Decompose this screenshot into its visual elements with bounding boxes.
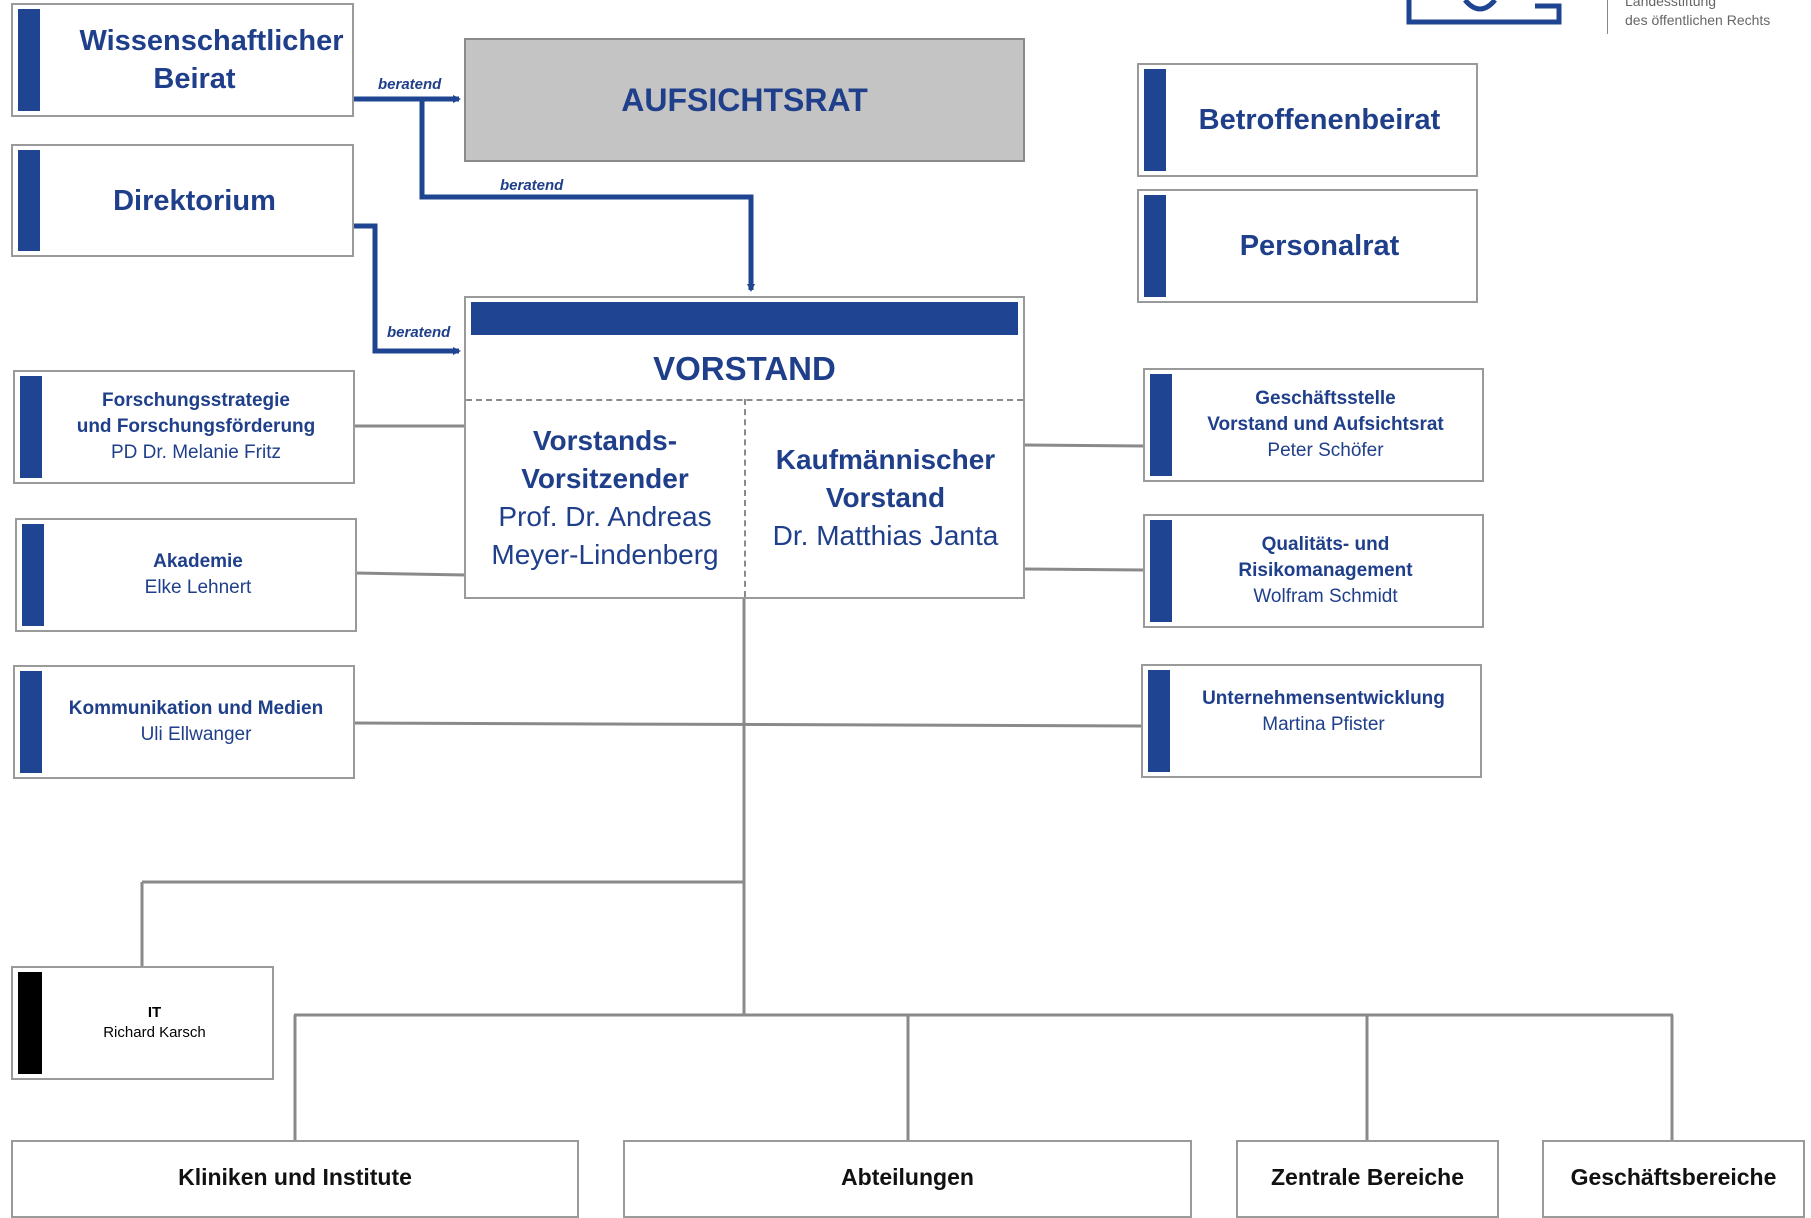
unternehmensentwicklung-box[interactable]: Unternehmensentwicklung Martina Pfister <box>1141 664 1482 778</box>
box-accent-bar <box>18 9 40 111</box>
logo-text-line1: Landesstiftung <box>1625 0 1717 9</box>
qualitaetsmanagement-title-line2: Risikomanagement <box>1238 560 1413 581</box>
forschungsstrategie-person: PD Dr. Melanie Fritz <box>111 442 281 463</box>
vorstand-divider-vertical <box>744 399 746 597</box>
geschaeftsstelle-person: Peter Schöfer <box>1267 440 1384 461</box>
zentrale-bereiche-label: Zentrale Bereiche <box>1270 1164 1465 1190</box>
box-accent-bar <box>20 671 42 773</box>
geschaeftsstelle-box[interactable]: Geschäftsstelle Vorstand und Aufsichtsra… <box>1143 368 1484 482</box>
direktorium-box[interactable]: Direktorium <box>11 144 354 257</box>
direktorium-label: Direktorium <box>113 184 276 217</box>
hierarchy-lines <box>140 424 1674 1140</box>
box-accent-bar <box>1144 69 1166 171</box>
chair-role-line2: Vorsitzender <box>521 463 689 494</box>
kliniken-und-institute-label: Kliniken und Institute <box>178 1164 412 1190</box>
betroffenenbeirat-box[interactable]: Betroffenenbeirat <box>1137 63 1478 177</box>
kommunikation-title: Kommunikation und Medien <box>68 698 324 719</box>
geschaeftsstelle-title-line2: Vorstand und Aufsichtsrat <box>1207 414 1444 435</box>
vorstand-chair: Vorstands- Vorsitzender Prof. Dr. Andrea… <box>466 422 744 574</box>
personalrat-label: Personalrat <box>1239 230 1400 262</box>
logo-mark <box>1406 0 1562 25</box>
akademie-box[interactable]: Akademie Elke Lehnert <box>15 518 357 632</box>
box-accent-bar <box>22 524 44 626</box>
abteilungen-label: Abteilungen <box>841 1164 974 1190</box>
kommunikation-box[interactable]: Kommunikation und Medien Uli Ellwanger <box>13 665 355 779</box>
advisory-arrows <box>354 95 755 355</box>
akademie-person: Elke Lehnert <box>144 577 252 598</box>
wissenschaftlicher-beirat-label: Wissenschaftlicher Beirat <box>79 25 344 95</box>
vorstand-header-bar <box>471 302 1018 335</box>
vorstand-commercial: Kaufmännischer Vorstand Dr. Matthias Jan… <box>746 441 1025 555</box>
abteilungen-box[interactable]: Abteilungen <box>623 1140 1192 1218</box>
kommunikation-person: Uli Ellwanger <box>140 724 252 745</box>
commercial-role-line1: Kaufmännischer <box>775 444 996 475</box>
geschaeftsstelle-title-line1: Geschäftsstelle <box>1255 388 1396 409</box>
forschungsstrategie-title-line2: und Forschungsförderung <box>76 416 316 437</box>
forschungsstrategie-title-line1: Forschungsstrategie <box>102 390 290 411</box>
unternehmensentwicklung-person: Martina Pfister <box>1262 714 1385 735</box>
commercial-name: Dr. Matthias Janta <box>772 520 999 551</box>
box-accent-bar <box>18 150 40 251</box>
arrow-direktorium-to-vorstand <box>354 223 461 355</box>
edge-label-beratend: beratend <box>387 324 451 341</box>
it-box[interactable]: IT Richard Karsch <box>11 966 274 1080</box>
box-accent-bar <box>1148 670 1170 772</box>
box-accent-bar <box>1144 195 1166 297</box>
edge-label-beratend: beratend <box>378 76 442 93</box>
it-title: IT <box>147 1004 162 1021</box>
akademie-title: Akademie <box>153 551 243 572</box>
commercial-role-line2: Vorstand <box>825 482 946 513</box>
aufsichtsrat-box[interactable]: AUFSICHTSRAT <box>464 38 1025 162</box>
geschaeftsbereiche-label: Geschäftsbereiche <box>1570 1164 1777 1190</box>
chair-role-line1: Vorstands- <box>532 425 678 456</box>
arrow-beirat-to-vorstand <box>419 99 755 292</box>
logo-text-line2: des öffentlichen Rechts <box>1625 12 1771 28</box>
personalrat-box[interactable]: Personalrat <box>1137 189 1478 303</box>
qualitaetsmanagement-title-line1: Qualitäts- und <box>1261 534 1390 555</box>
vorstand-title: VORSTAND <box>653 350 836 387</box>
qualitaetsmanagement-person: Wolfram Schmidt <box>1253 586 1398 607</box>
aufsichtsrat-label: AUFSICHTSRAT <box>621 82 868 118</box>
edge-label-beratend: beratend <box>500 177 564 194</box>
unternehmensentwicklung-title: Unternehmensentwicklung <box>1202 688 1445 709</box>
box-accent-bar <box>1150 520 1172 622</box>
qualitaetsmanagement-box[interactable]: Qualitäts- und Risikomanagement Wolfram … <box>1143 514 1484 628</box>
wissenschaftlicher-beirat-box[interactable]: Wissenschaftlicher Beirat <box>11 3 354 117</box>
vorstand-box[interactable]: VORSTAND Vorstands- Vorsitzender Prof. D… <box>464 296 1025 599</box>
zentrale-bereiche-box[interactable]: Zentrale Bereiche <box>1236 1140 1499 1218</box>
chair-name-line1: Prof. Dr. Andreas <box>498 501 712 532</box>
it-person: Richard Karsch <box>103 1024 206 1041</box>
chair-name-line2: Meyer-Lindenberg <box>491 539 719 570</box>
betroffenenbeirat-label: Betroffenenbeirat <box>1198 104 1441 136</box>
box-accent-bar <box>18 972 42 1074</box>
forschungsstrategie-box[interactable]: Forschungsstrategie und Forschungsförder… <box>13 370 355 484</box>
box-accent-bar <box>1150 374 1172 476</box>
logo-divider <box>1607 0 1608 34</box>
box-accent-bar <box>20 376 42 478</box>
foundation-logo: Landesstiftung des öffentlichen Rechts <box>1405 0 1811 40</box>
kliniken-und-institute-box[interactable]: Kliniken und Institute <box>11 1140 579 1218</box>
geschaeftsbereiche-box[interactable]: Geschäftsbereiche <box>1542 1140 1805 1218</box>
